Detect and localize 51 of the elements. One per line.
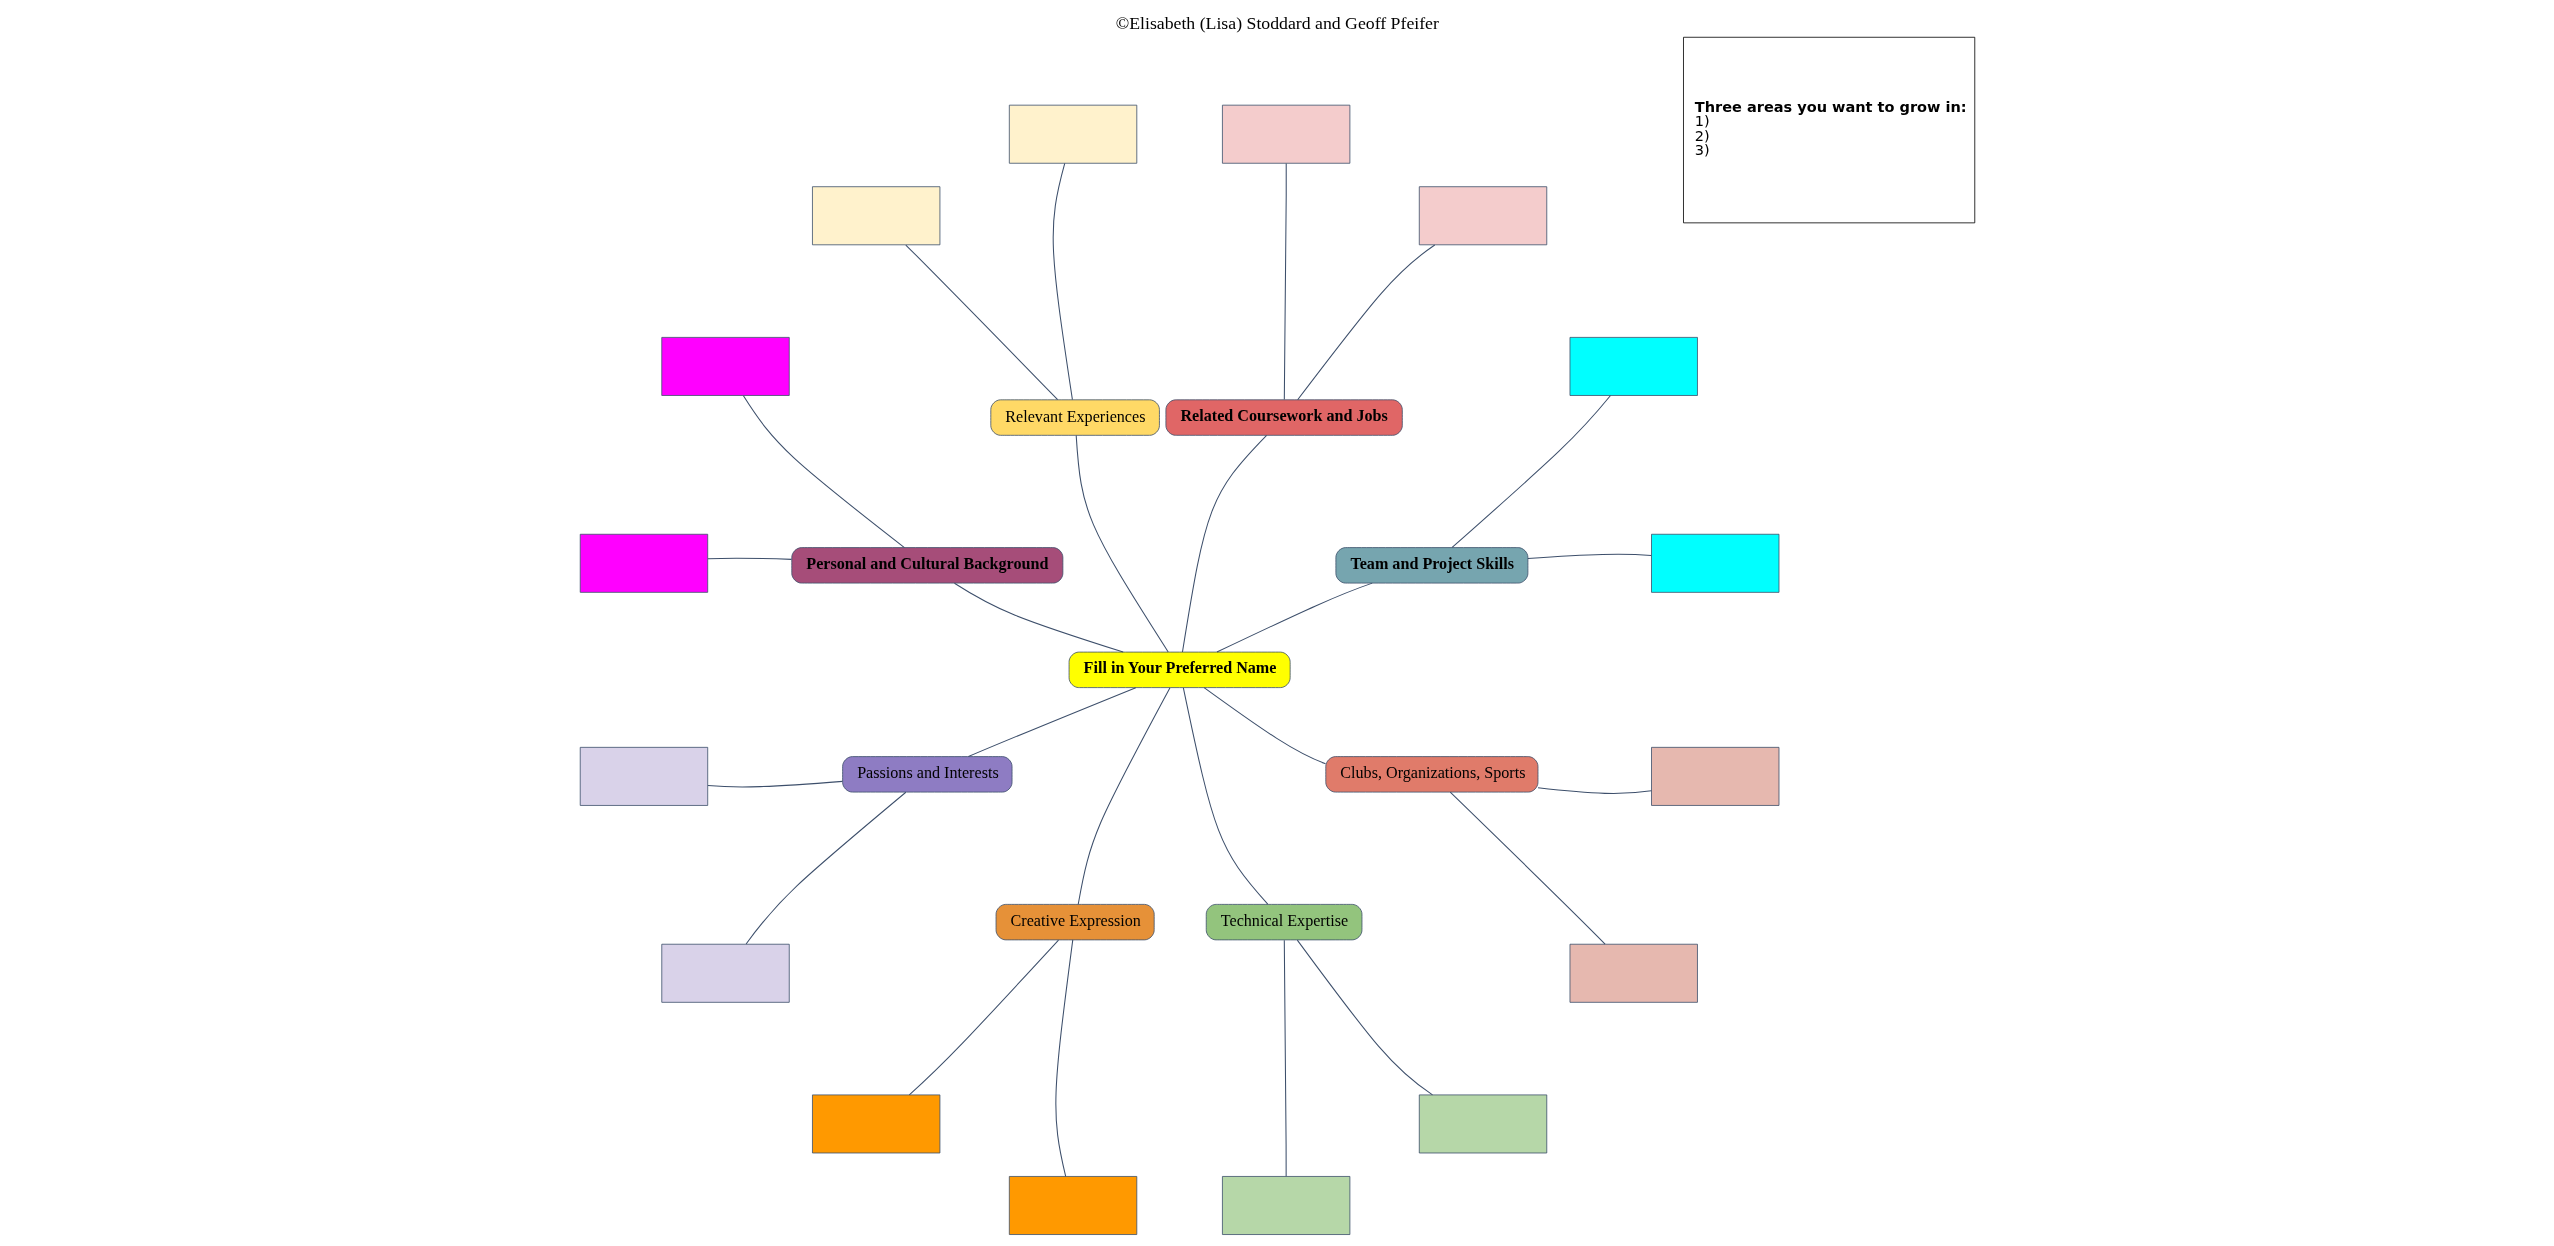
node-box: Passions and Interests	[841, 756, 1012, 793]
node-box	[579, 533, 708, 593]
connector	[1052, 162, 1073, 401]
node-box: Team and Project Skills	[1334, 547, 1528, 584]
node-box	[1569, 943, 1698, 1003]
node-box	[1221, 1176, 1350, 1235]
connector	[1215, 582, 1373, 653]
node-box	[811, 1094, 940, 1154]
node-box	[1569, 337, 1698, 396]
node-box: Related Coursework and Jobs	[1165, 399, 1403, 436]
node-box: Relevant Experiences	[989, 399, 1160, 436]
connector	[1283, 939, 1287, 1177]
node-box: Clubs, Organizations, Sports	[1324, 756, 1538, 793]
connector	[706, 557, 792, 560]
connector	[1181, 434, 1267, 653]
connector	[1075, 434, 1169, 653]
node-box	[1221, 104, 1350, 164]
node-box	[1418, 1094, 1547, 1154]
connector	[745, 791, 906, 945]
connector	[953, 582, 1124, 653]
node-box	[1650, 746, 1779, 806]
node-box	[1650, 533, 1779, 593]
node-box: Technical Expertise	[1205, 903, 1362, 941]
connector	[1077, 687, 1171, 905]
node-box	[1008, 1176, 1137, 1235]
node-box	[1008, 104, 1137, 164]
connector	[1296, 939, 1433, 1096]
node-box	[579, 746, 708, 806]
connector	[1054, 939, 1073, 1177]
node-box: Fill in Your Preferred Name	[1068, 651, 1291, 688]
connector	[967, 687, 1136, 758]
connector	[1449, 791, 1606, 945]
connector	[1283, 162, 1287, 401]
connector	[1451, 395, 1611, 548]
node-box: Personal and Cultural Background	[790, 547, 1063, 584]
connector	[742, 395, 905, 549]
node-box: Creative Expression	[995, 903, 1155, 941]
node-box	[660, 337, 790, 396]
connector	[1203, 687, 1326, 765]
diagram-title: ©Elisabeth (Lisa) Stoddard and Geoff Pfeifer	[1115, 12, 1439, 33]
connector	[706, 780, 843, 788]
connector	[1526, 553, 1652, 560]
connector	[1537, 787, 1652, 794]
connector	[1296, 244, 1435, 401]
node-box: Three areas you want to grow in: 1) 2) 3)	[1682, 36, 1975, 224]
connector	[1182, 687, 1268, 905]
node-box	[1418, 186, 1547, 246]
node-box	[660, 943, 790, 1003]
connector	[904, 244, 1058, 401]
node-box	[811, 186, 940, 246]
connector	[908, 939, 1059, 1096]
